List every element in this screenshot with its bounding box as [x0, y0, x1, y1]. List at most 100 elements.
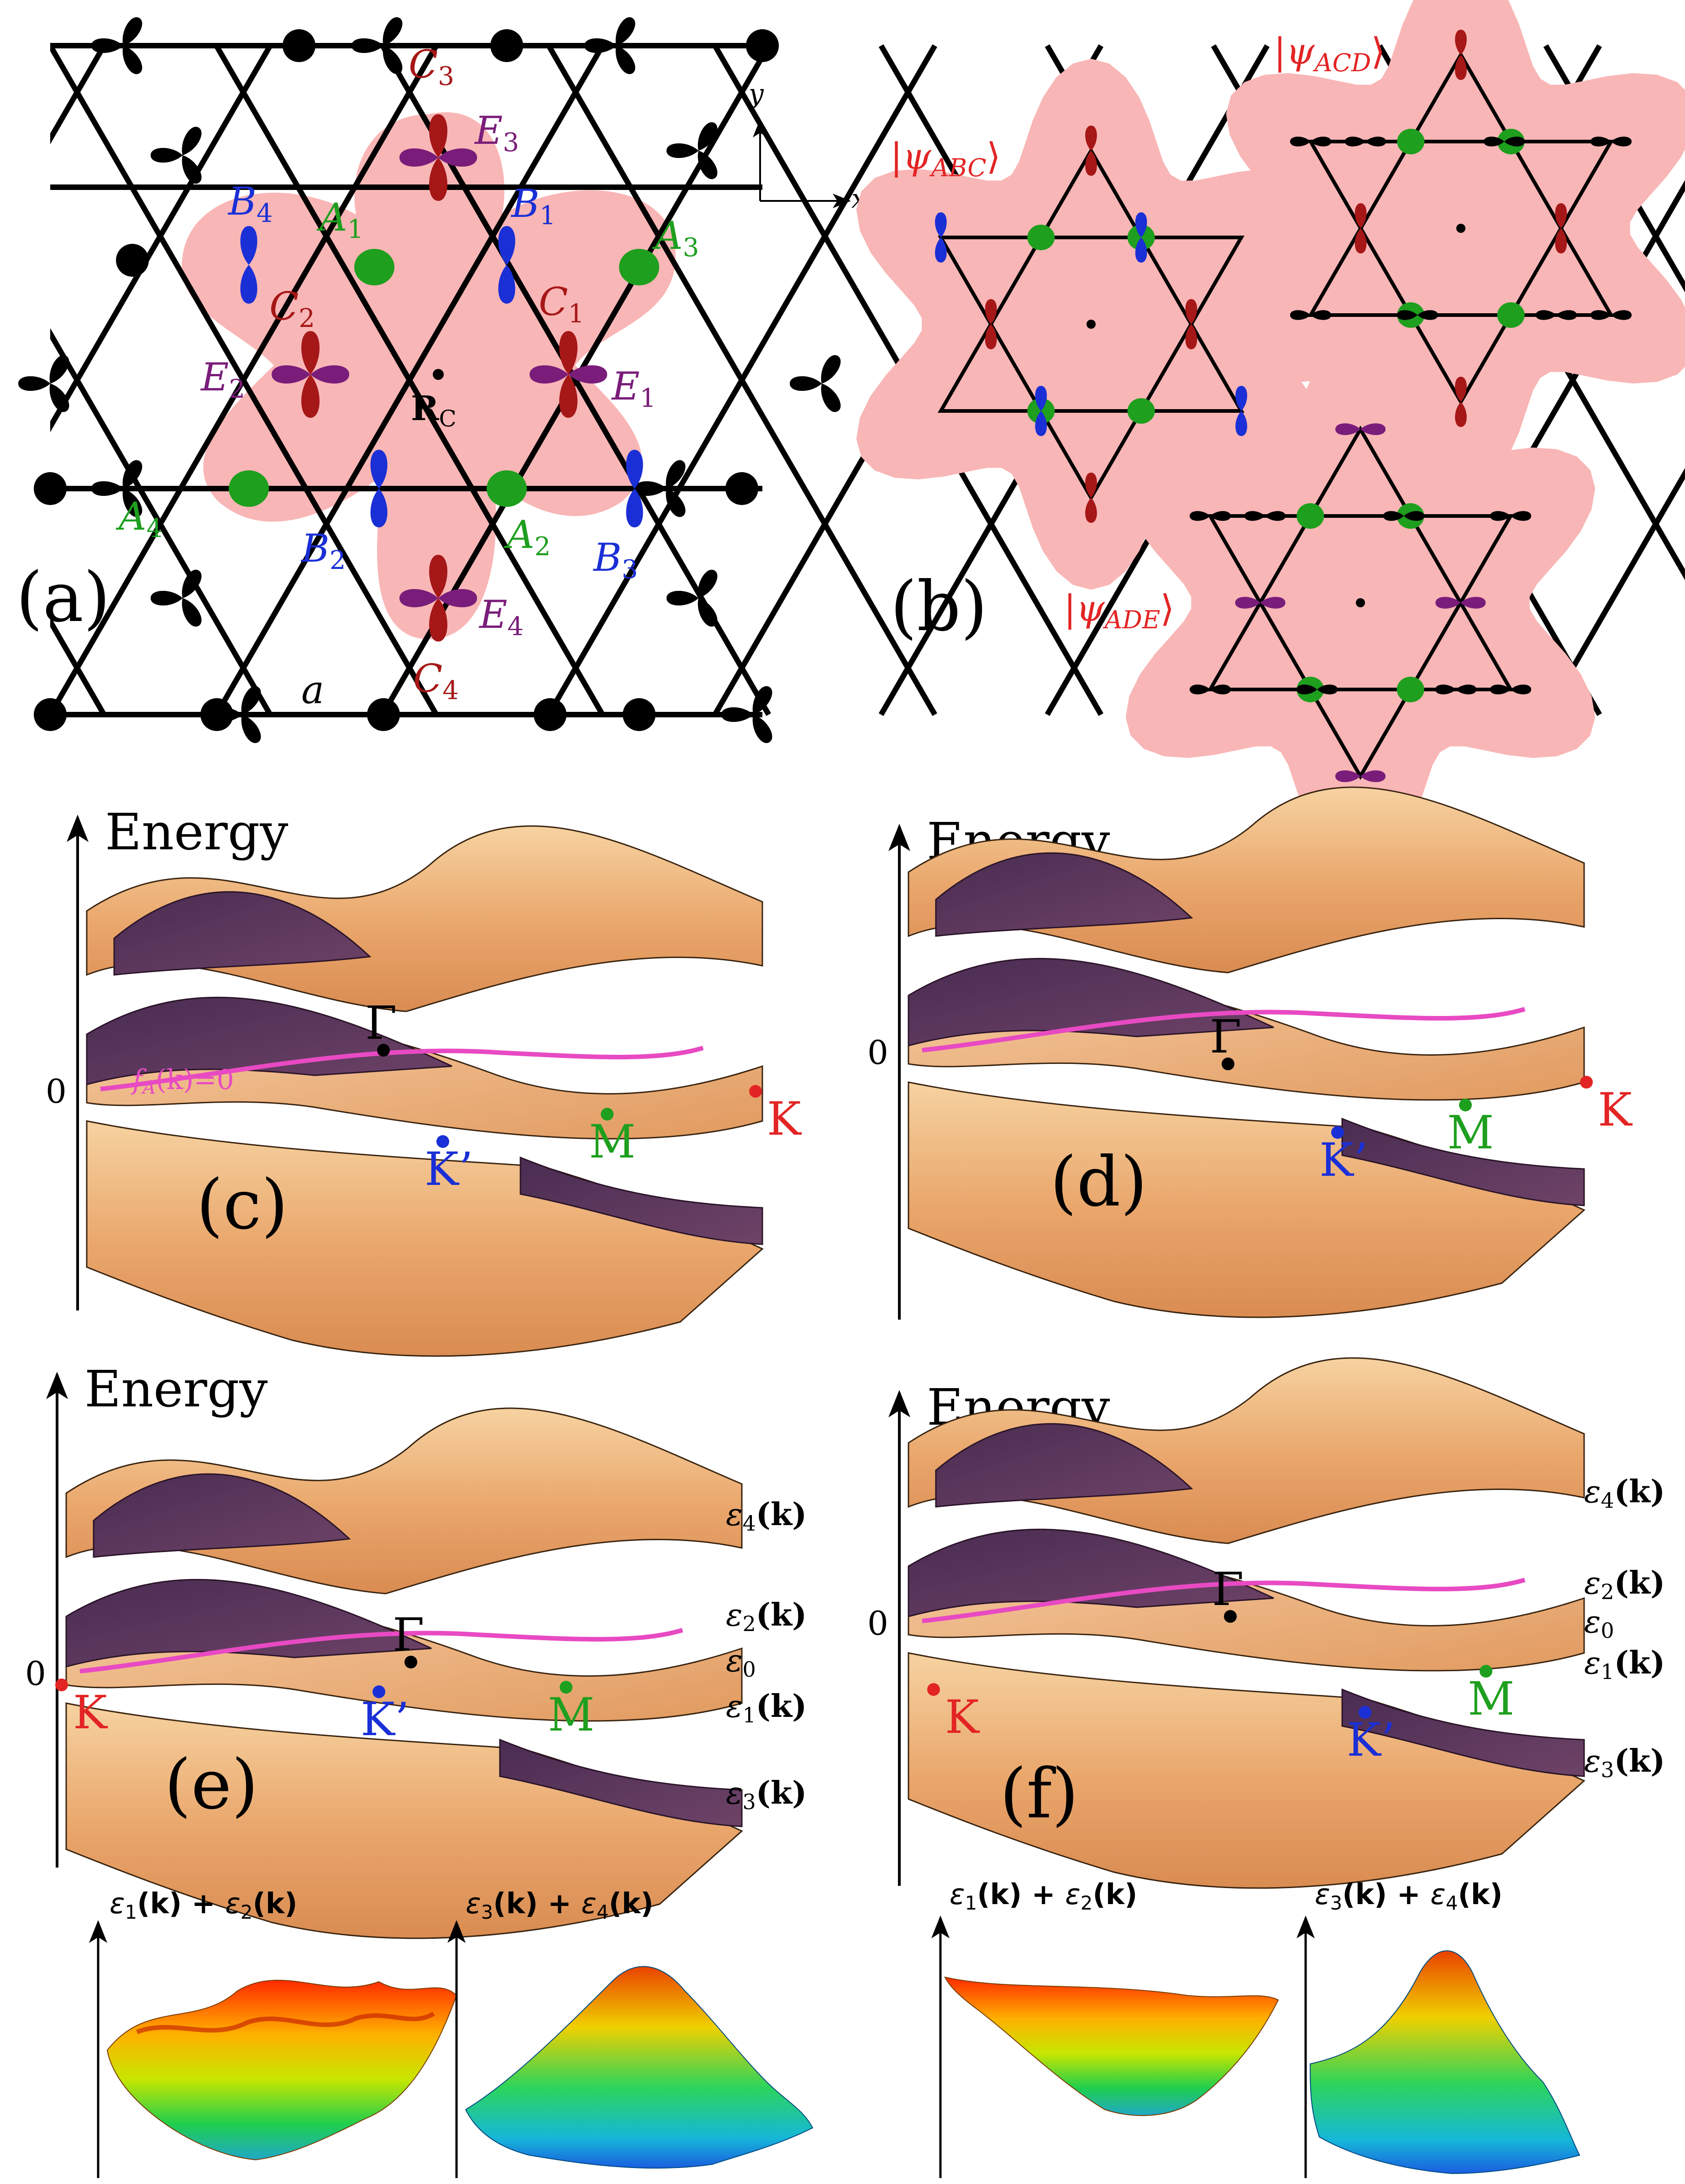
band-label-0: ε0 — [726, 1643, 756, 1682]
orbital-d — [1435, 684, 1456, 695]
orbital-e1 — [530, 365, 568, 384]
band-surface-middle-dark — [65, 1579, 432, 1668]
site-label-c4: C4 — [413, 656, 459, 705]
band-label-1: ε1(k) — [726, 1688, 807, 1727]
orbital-c — [1354, 228, 1367, 253]
axis-y-label: y — [747, 78, 764, 109]
surface-e12-f — [944, 1976, 1279, 2116]
lattice-site — [34, 472, 67, 505]
band-surface-middle-dark — [908, 1528, 1274, 1617]
point-k — [927, 1683, 940, 1696]
d-orbital — [122, 460, 142, 489]
orbital-b3 — [626, 489, 643, 527]
orbital-c — [1555, 228, 1567, 253]
band-label-3: ε3(k) — [1584, 1743, 1665, 1782]
psi-ade-label: |ψADE⟩ — [1064, 587, 1175, 634]
point-kprime — [1359, 1706, 1371, 1719]
lattice-site — [367, 698, 400, 731]
orbital-d — [1504, 137, 1525, 147]
orbital-e2 — [310, 365, 349, 384]
orbital-c3 — [429, 158, 447, 201]
orbital-d — [1317, 684, 1338, 695]
d-orbital — [352, 38, 383, 53]
panel-label-f: (f) — [1000, 1754, 1079, 1834]
orbital-c — [1085, 473, 1097, 498]
orbital-a — [354, 249, 394, 285]
point-kprime — [373, 1685, 385, 1698]
orbital-b — [1035, 386, 1047, 411]
point-label-m: M — [1447, 1106, 1494, 1159]
orbital-c — [985, 324, 997, 349]
orbital-b4 — [240, 265, 257, 304]
orbital-d — [1297, 684, 1317, 695]
point-label-m: M — [548, 1688, 594, 1742]
point-gamma — [404, 1656, 417, 1668]
orbital-c — [1455, 377, 1467, 402]
orbital-d — [1536, 310, 1556, 320]
sum-label-e12-f: ε1(k) + ε2(k) — [950, 1878, 1137, 1914]
d-orbital — [383, 17, 403, 46]
orbital-c — [1555, 203, 1567, 228]
d-orbital — [122, 489, 142, 517]
panel-b: |ψABC⟩ |ψACD⟩ |ψADE⟩ (b) — [856, 0, 1685, 868]
star-triangle — [1307, 51, 1615, 317]
orbital-e — [1335, 770, 1360, 782]
lattice-site — [490, 29, 523, 62]
orbital-d — [1490, 511, 1511, 521]
d-orbital — [615, 46, 635, 74]
orbital-b — [1135, 237, 1147, 263]
orbital-c — [1455, 55, 1467, 80]
band-panels: Energy0fA(k)=0ΓKK’M(c)Energy0ΓKK’M(d)Ene… — [25, 786, 1665, 1939]
d-orbital — [666, 489, 686, 517]
orbital-c1 — [559, 374, 577, 418]
orbital-b2 — [370, 489, 388, 527]
orbital-a — [1397, 129, 1425, 154]
band-label-0: ε0 — [1584, 1604, 1614, 1643]
sum-label-e12-e: ε1(k) + ε2(k) — [110, 1887, 297, 1923]
lattice-site — [746, 29, 779, 62]
orbital-d — [1365, 137, 1386, 147]
orbital-e — [1435, 597, 1461, 609]
orbital-d — [1591, 310, 1612, 320]
d-orbital — [667, 143, 698, 158]
psi-acd-label: |ψACD⟩ — [1274, 30, 1386, 77]
orbital-d — [1345, 137, 1365, 147]
star-center — [1087, 320, 1096, 329]
band-surface-bottom — [908, 1652, 1585, 1889]
orbital-d — [1310, 137, 1331, 147]
d-orbital — [383, 46, 403, 74]
orbital-c4 — [429, 598, 447, 642]
orbital-c — [1185, 324, 1197, 349]
orbital-e2 — [272, 365, 310, 384]
point-label-kprime: K’ — [425, 1142, 473, 1196]
d-orbital — [615, 17, 635, 46]
site-label-b1: B1 — [510, 181, 556, 231]
orbital-e — [1460, 597, 1486, 609]
panel-label-b: (b) — [890, 567, 987, 647]
orbital-e4 — [438, 589, 477, 607]
orbital-a — [1497, 302, 1525, 328]
orbital-e1 — [568, 365, 607, 384]
site-label-a3: A3 — [652, 213, 699, 263]
point-m — [601, 1108, 614, 1121]
lattice-constant-label: a — [301, 668, 324, 712]
point-label-gamma: Γ — [365, 996, 397, 1050]
orbital-a — [1297, 503, 1324, 529]
orbital-d — [1290, 137, 1311, 147]
site-label-b3: B3 — [593, 535, 638, 584]
fa-zero-curve — [922, 1007, 1526, 1053]
point-k — [749, 1085, 762, 1098]
orbital-a — [619, 249, 659, 285]
orbital-e — [1360, 423, 1386, 435]
zero-label: 0 — [867, 1604, 888, 1642]
point-label-kprime: K’ — [1319, 1133, 1368, 1187]
band-surface-top-dark — [935, 1423, 1193, 1508]
orbital-c — [1085, 151, 1097, 176]
band-surface-top-dark — [113, 891, 372, 976]
site-label-e1: E1 — [611, 364, 656, 413]
inset-f-sum34: ε3(k) + ε4(k) — [1297, 1878, 1580, 2178]
d-orbital — [49, 384, 69, 412]
orbital-b — [1035, 411, 1047, 436]
band-surface-top-dark — [93, 1473, 351, 1558]
